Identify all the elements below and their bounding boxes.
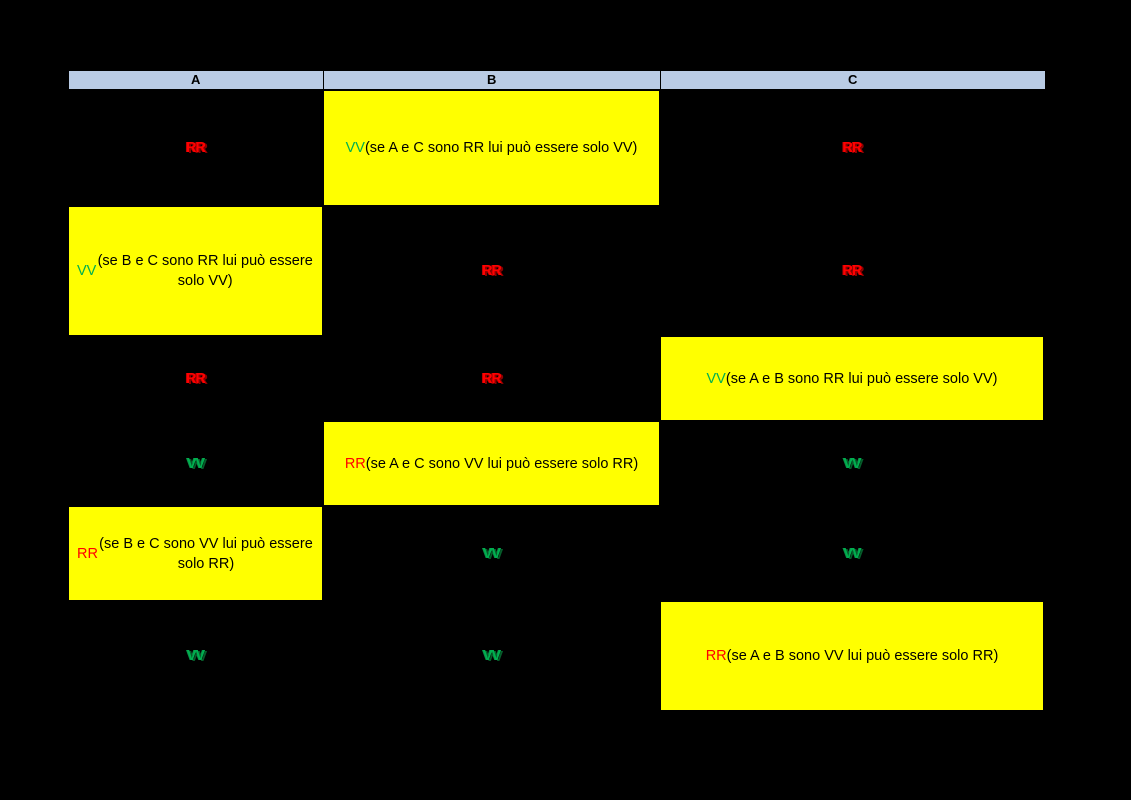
allele-token: RR	[842, 263, 863, 279]
allele-token: RR	[482, 263, 502, 279]
cell-row2-col-a: VV (se B e C sono RR lui può essere solo…	[68, 206, 323, 336]
allele-token: RR	[842, 140, 863, 156]
allele-token: VV	[345, 140, 365, 156]
cell-note: (se A e C sono RR lui può essere solo VV…	[364, 140, 638, 156]
cell-row3-col-c: VV (se A e B sono RR lui può essere solo…	[660, 336, 1044, 421]
allele-token: VV	[843, 455, 861, 472]
allele-token: RR	[482, 370, 502, 387]
cell-row5-col-c: VV	[660, 506, 1044, 601]
cell-note: (se A e B sono RR lui può essere solo VV…	[725, 370, 998, 387]
allele-token: VV	[482, 545, 501, 562]
allele-token: RR	[344, 455, 366, 472]
allele-token: VV	[482, 648, 501, 664]
allele-token: RR	[705, 648, 727, 664]
cell-row1-col-b: VV (se A e C sono RR lui può essere solo…	[323, 90, 660, 206]
allele-token: VV	[706, 370, 726, 387]
column-header-c: C	[661, 71, 1045, 89]
allele-token: VV	[186, 455, 205, 472]
cell-row6-col-c: RR (se A e B sono VV lui può essere solo…	[660, 601, 1044, 711]
cell-note: (se A e C sono VV lui può essere solo RR…	[365, 455, 639, 472]
table-header-row: A B C	[68, 70, 1046, 90]
cell-row3-col-b: RR	[323, 336, 660, 421]
cell-note: (se B e C sono RR lui può essere solo VV…	[97, 253, 313, 289]
table-body: RR VV (se A e C sono RR lui può essere s…	[68, 90, 1046, 711]
allele-token: VV	[186, 648, 205, 664]
cell-row2-col-c: RR	[660, 206, 1044, 336]
allele-token: RR	[77, 545, 98, 562]
cell-row4-col-a: VV	[68, 421, 323, 506]
table-row: VV VV RR (se A e B sono VV lui può esser…	[68, 601, 1046, 711]
cell-row6-col-a: VV	[68, 601, 323, 711]
table-row: RR RR VV (se A e B sono RR lui può esser…	[68, 336, 1046, 421]
allele-token: VV	[843, 545, 861, 562]
cell-row3-col-a: RR	[68, 336, 323, 421]
cell-row6-col-b: VV	[323, 601, 660, 711]
column-header-a: A	[69, 71, 324, 89]
allele-token: RR	[186, 370, 206, 387]
cell-note: (se B e C sono VV lui può essere solo RR…	[99, 535, 313, 572]
table-row: VV RR (se A e C sono VV lui può essere s…	[68, 421, 1046, 506]
allele-token: VV	[77, 263, 97, 279]
cell-row5-col-b: VV	[323, 506, 660, 601]
cell-row4-col-b: RR (se A e C sono VV lui può essere solo…	[323, 421, 660, 506]
cell-row4-col-c: VV	[660, 421, 1044, 506]
cell-row1-col-c: RR	[660, 90, 1044, 206]
table-row: VV (se B e C sono RR lui può essere solo…	[68, 206, 1046, 336]
cell-row5-col-a: RR (se B e C sono VV lui può essere solo…	[68, 506, 323, 601]
allele-token: RR	[186, 140, 206, 156]
table-row: RR (se B e C sono VV lui può essere solo…	[68, 506, 1046, 601]
cell-row1-col-a: RR	[68, 90, 323, 206]
column-header-b: B	[324, 71, 661, 89]
cell-row2-col-b: RR	[323, 206, 660, 336]
table-row: RR VV (se A e C sono RR lui può essere s…	[68, 90, 1046, 206]
cell-note: (se A e B sono VV lui può essere solo RR…	[726, 648, 999, 664]
combination-table: A B C RR VV (se A e C sono RR lui può es…	[68, 70, 1046, 711]
